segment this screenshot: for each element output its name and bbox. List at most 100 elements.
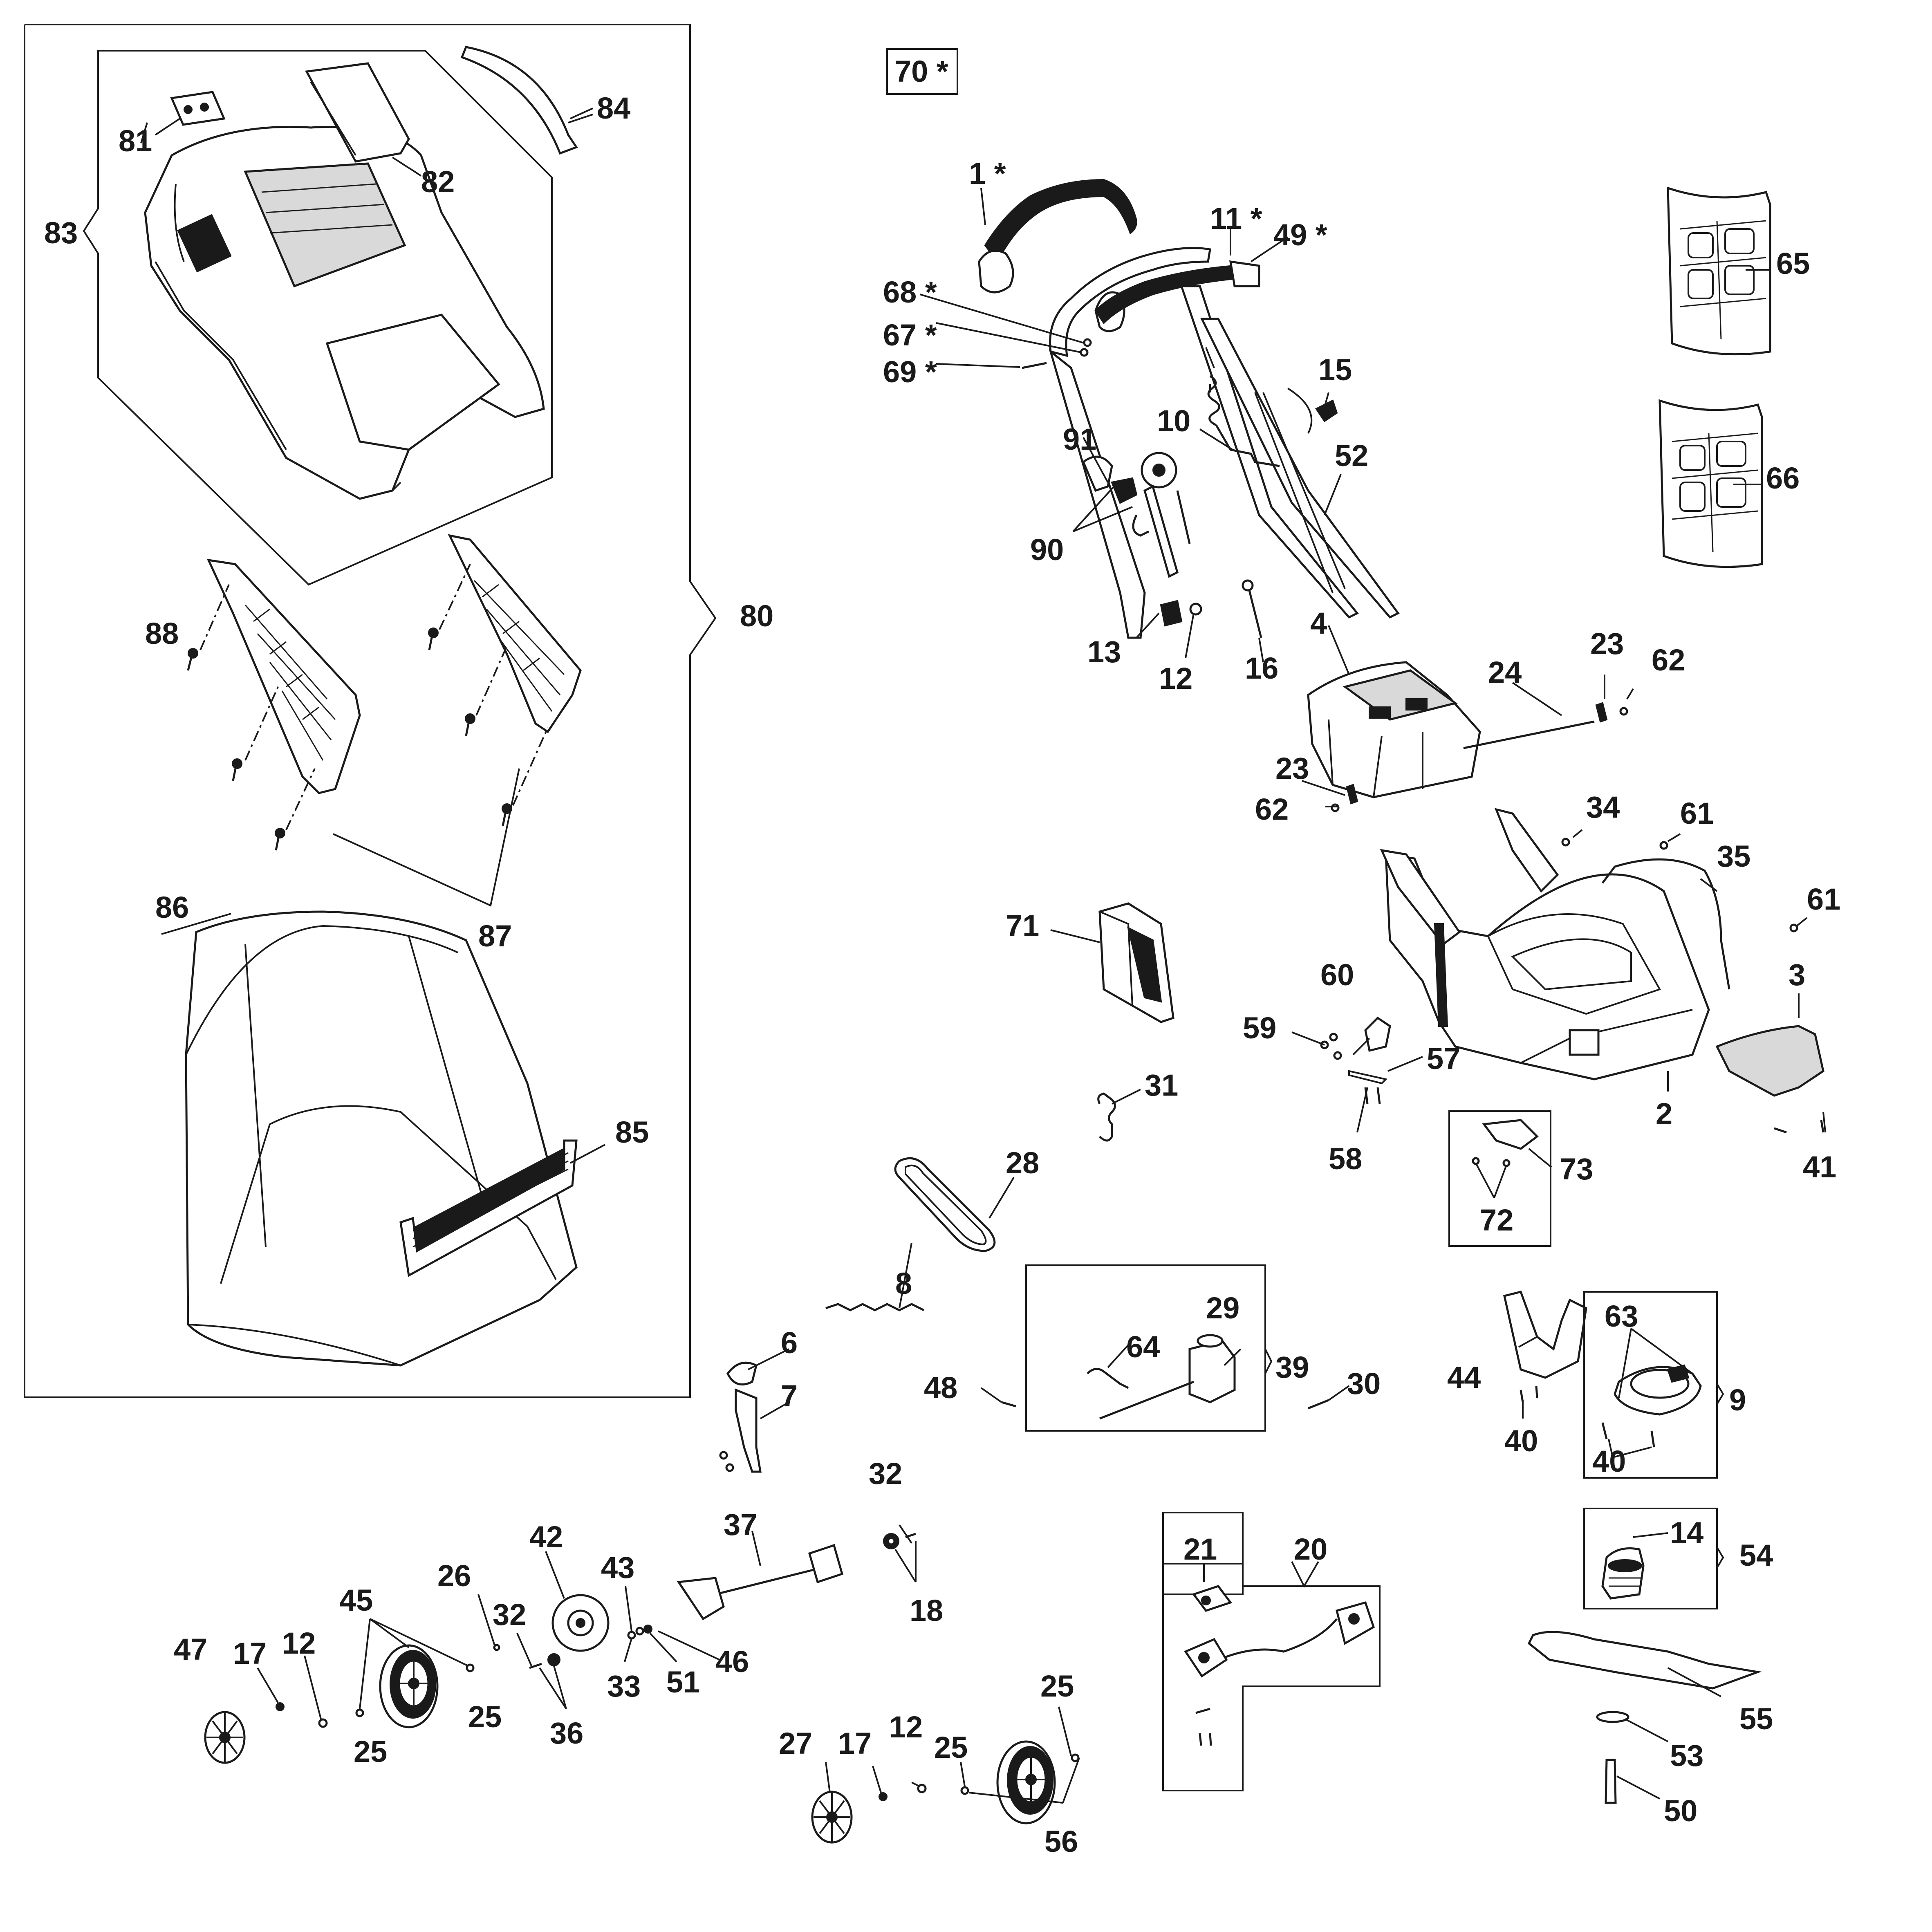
label-73: 73	[1560, 1152, 1593, 1186]
label-61-right: 61	[1807, 882, 1840, 916]
label-29: 29	[1206, 1291, 1239, 1325]
label-15: 15	[1318, 353, 1352, 387]
label-71: 71	[1006, 909, 1039, 943]
catcher-side-grid-left	[206, 558, 361, 794]
label-41: 41	[1803, 1150, 1836, 1184]
label-70: 70 *	[894, 54, 948, 88]
label-47: 47	[174, 1632, 207, 1666]
label-12-top: 12	[1159, 661, 1192, 695]
label-44: 44	[1447, 1360, 1481, 1394]
label-69: 69 *	[883, 355, 937, 389]
gear-18	[883, 1533, 916, 1549]
box-20	[1162, 1512, 1381, 1791]
label-30: 30	[1347, 1367, 1381, 1401]
label-21: 21	[1183, 1532, 1217, 1566]
washer-33	[627, 1631, 636, 1640]
nut-17a	[276, 1702, 285, 1711]
label-4: 4	[1310, 606, 1327, 640]
label-12-left: 12	[282, 1626, 316, 1660]
label-61-top: 61	[1680, 796, 1714, 830]
label-82: 82	[421, 165, 455, 199]
catcher-lid-part	[144, 126, 545, 500]
label-67: 67 *	[883, 318, 937, 352]
label-26: 26	[437, 1559, 471, 1593]
label-25-c: 25	[934, 1730, 968, 1764]
label-87: 87	[478, 919, 512, 953]
label-42: 42	[529, 1520, 563, 1554]
label-48: 48	[924, 1371, 957, 1405]
label-65: 65	[1776, 247, 1810, 280]
decal-65	[1667, 186, 1771, 356]
label-62-top: 62	[1652, 643, 1685, 677]
bolt-50	[1605, 1759, 1617, 1804]
hubcap-27	[811, 1791, 853, 1844]
label-85: 85	[615, 1115, 649, 1149]
rear-flap-part	[1715, 1025, 1824, 1097]
rear-wheel-56	[996, 1740, 1056, 1824]
label-43: 43	[601, 1551, 634, 1585]
washer-53	[1596, 1711, 1629, 1723]
leader-lines	[140, 108, 1826, 1804]
box-54	[1583, 1508, 1718, 1609]
height-adjust-parts	[1320, 1016, 1391, 1104]
washer-25c	[960, 1786, 969, 1795]
catcher-basket-part	[185, 910, 578, 1367]
label-34: 34	[1586, 790, 1620, 824]
label-17-right: 17	[838, 1726, 872, 1760]
label-8: 8	[895, 1266, 912, 1300]
label-24: 24	[1488, 655, 1522, 689]
label-33: 33	[607, 1669, 641, 1703]
label-40-right: 40	[1592, 1444, 1626, 1478]
blade-adapter-cover-9	[1601, 1364, 1702, 1448]
washer-26	[493, 1644, 500, 1651]
pin-30	[1308, 1399, 1329, 1410]
label-37: 37	[724, 1508, 757, 1542]
label-20: 20	[1294, 1532, 1327, 1566]
label-57: 57	[1427, 1042, 1460, 1076]
washer-12b	[917, 1784, 927, 1793]
label-72: 72	[1480, 1203, 1513, 1237]
label-55: 55	[1739, 1702, 1773, 1736]
label-86: 86	[155, 890, 189, 924]
side-deflector-part	[1098, 902, 1174, 1023]
box-39	[1025, 1264, 1266, 1432]
drive-shaft-20	[1184, 1585, 1375, 1746]
decal-66	[1659, 399, 1763, 568]
hubcap-47	[204, 1711, 246, 1764]
label-49: 49 *	[1273, 218, 1327, 252]
rear-bar-part	[1602, 858, 1730, 990]
deck-part	[1380, 808, 1710, 1080]
nut-34	[1561, 838, 1570, 847]
label-40-left: 40	[1504, 1424, 1538, 1458]
label-25-d: 25	[1040, 1669, 1074, 1703]
blade-55	[1527, 1631, 1762, 1690]
label-13: 13	[1087, 635, 1121, 669]
label-84: 84	[597, 91, 630, 125]
gearbox-29	[1087, 1334, 1236, 1420]
washer-25d	[1071, 1753, 1080, 1762]
spring-8	[825, 1303, 925, 1311]
label-11: 11 *	[1210, 202, 1262, 235]
basket-handle-part	[399, 1139, 578, 1277]
spring-31	[1097, 1092, 1116, 1142]
pin-32	[529, 1663, 542, 1669]
label-2: 2	[1656, 1097, 1672, 1131]
label-25-a: 25	[468, 1700, 502, 1734]
label-1: 1 *	[969, 157, 1006, 191]
label-3: 3	[1789, 958, 1805, 992]
label-60: 60	[1320, 958, 1354, 992]
label-81: 81	[119, 124, 152, 158]
washer-12a	[318, 1718, 328, 1728]
screws-88	[187, 564, 549, 851]
label-88: 88	[145, 616, 179, 650]
plate-73	[1482, 1119, 1539, 1150]
label-66: 66	[1766, 461, 1800, 495]
label-12-right: 12	[889, 1710, 923, 1744]
pin-48	[1001, 1401, 1016, 1408]
drive-belt-part	[894, 1157, 996, 1252]
ring-51	[643, 1625, 652, 1634]
washer-43	[635, 1627, 644, 1636]
label-91: 91	[1063, 422, 1096, 456]
grass-catcher-assembly	[24, 24, 717, 1398]
label-35: 35	[1717, 839, 1750, 873]
